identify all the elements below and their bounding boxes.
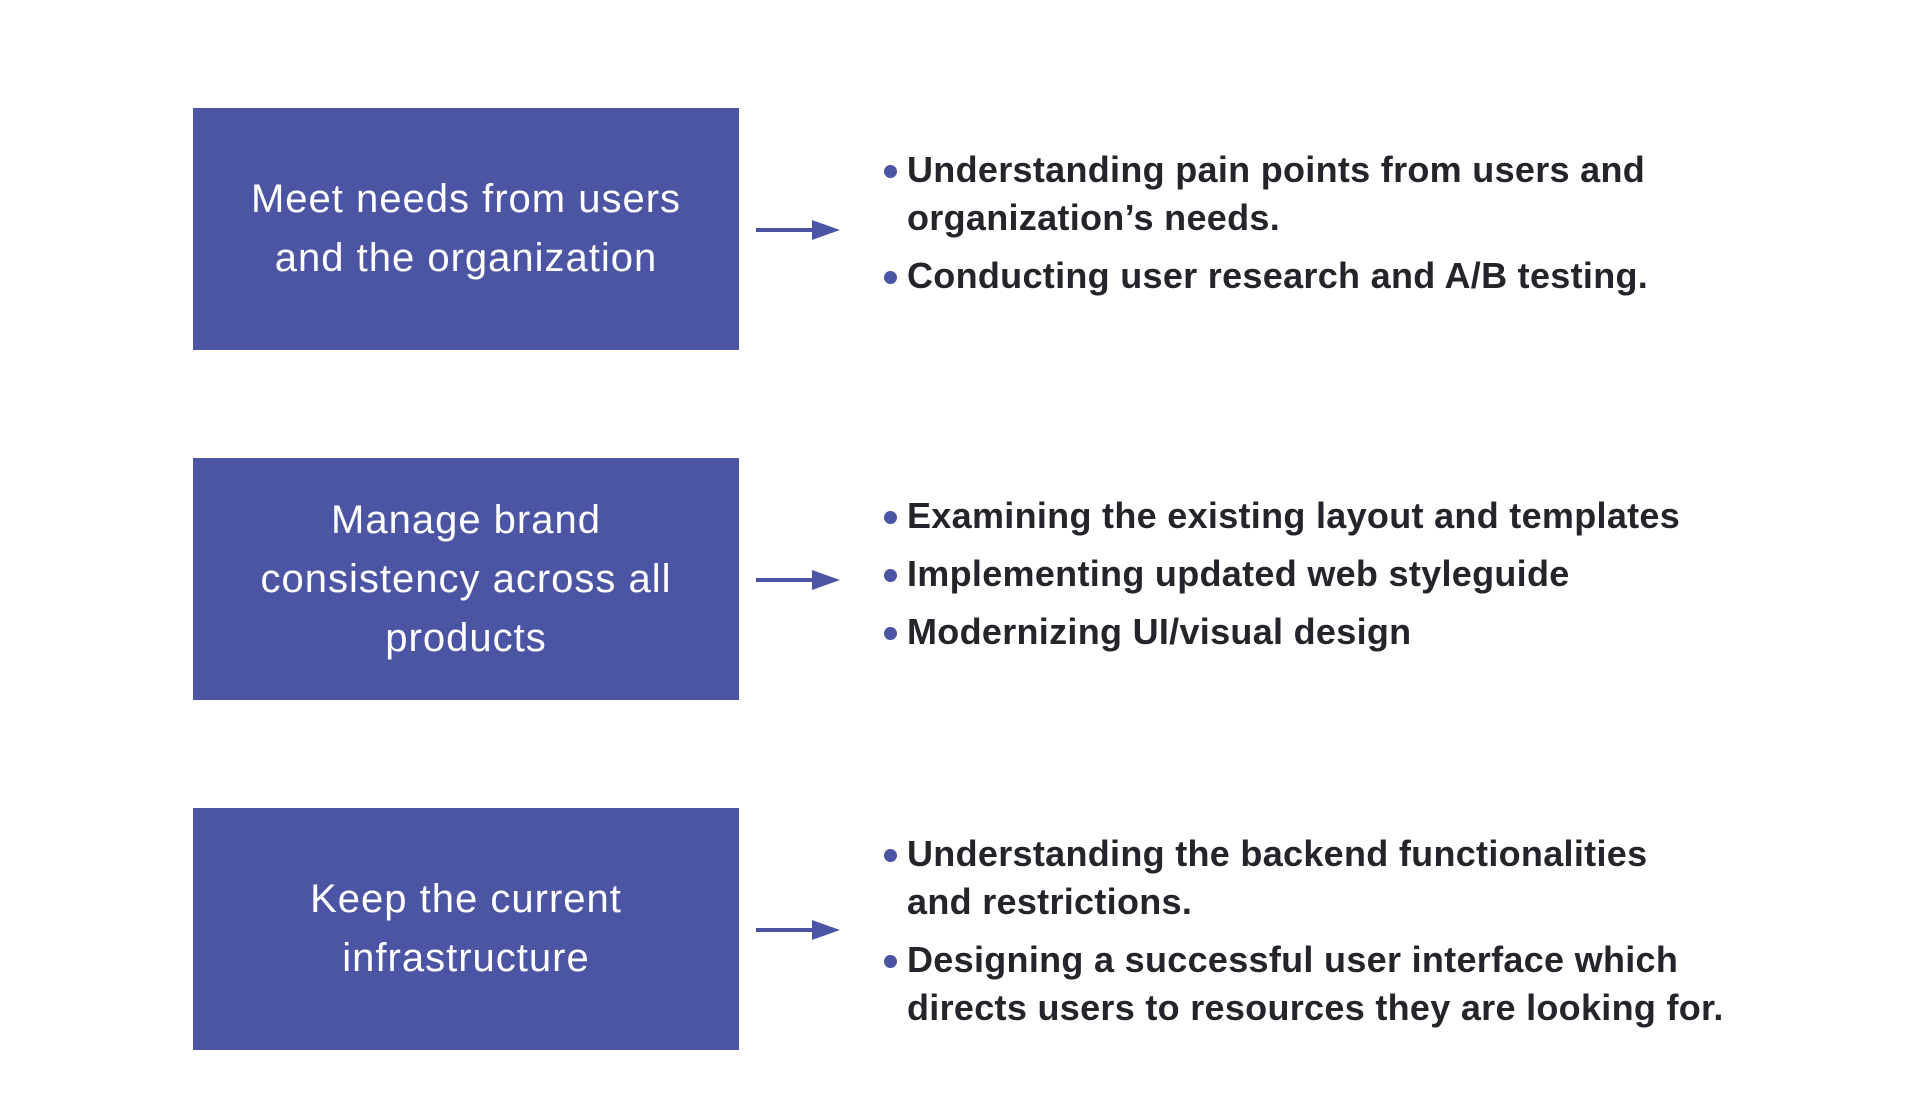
list-item: Implementing updated web styleguide xyxy=(884,550,1844,598)
goal-text: Meet needs from users and the organizati… xyxy=(250,177,682,280)
diagram-row: Keep the current infrastructure Understa… xyxy=(0,808,1920,1050)
bullet-text: Examining the existing layout and templa… xyxy=(907,495,1681,536)
bullet-dot-icon xyxy=(884,955,897,968)
bullet-dot-icon xyxy=(884,849,897,862)
list-item: Modernizing UI/visual design xyxy=(884,608,1844,656)
bullet-list: Understanding the backend functionalitie… xyxy=(884,830,1844,1042)
bullet-text: Understanding pain points from users and… xyxy=(907,149,1646,238)
goal-box: Manage brand consistency across all prod… xyxy=(193,458,739,700)
bullet-text: Designing a successful user interface wh… xyxy=(907,939,1724,1028)
bullet-dot-icon xyxy=(884,627,897,640)
diagram-row: Manage brand consistency across all prod… xyxy=(0,458,1920,700)
list-item: Understanding the backend functionalitie… xyxy=(884,830,1844,926)
arrow-right-icon xyxy=(756,220,840,240)
goal-box: Meet needs from users and the organizati… xyxy=(193,108,739,350)
diagram-row: Meet needs from users and the organizati… xyxy=(0,108,1920,350)
arrow-right-icon xyxy=(756,570,840,590)
bullet-text: Understanding the backend functionalitie… xyxy=(907,833,1648,922)
bullet-text: Modernizing UI/visual design xyxy=(907,611,1412,652)
goal-text: Keep the current infrastructure xyxy=(310,877,622,980)
bullet-list: Examining the existing layout and templa… xyxy=(884,492,1844,666)
bullet-text: Conducting user research and A/B testing… xyxy=(907,255,1649,296)
bullet-dot-icon xyxy=(884,165,897,178)
list-item: Conducting user research and A/B testing… xyxy=(884,252,1784,300)
list-item: Designing a successful user interface wh… xyxy=(884,936,1844,1032)
list-item: Understanding pain points from users and… xyxy=(884,146,1784,242)
goal-box: Keep the current infrastructure xyxy=(193,808,739,1050)
goal-text: Manage brand consistency across all prod… xyxy=(260,497,672,660)
bullet-list: Understanding pain points from users and… xyxy=(884,146,1784,310)
bullet-dot-icon xyxy=(884,511,897,524)
arrow-right-icon xyxy=(756,920,840,940)
bullet-text: Implementing updated web styleguide xyxy=(907,553,1570,594)
bullet-dot-icon xyxy=(884,271,897,284)
bullet-dot-icon xyxy=(884,569,897,582)
list-item: Examining the existing layout and templa… xyxy=(884,492,1844,540)
